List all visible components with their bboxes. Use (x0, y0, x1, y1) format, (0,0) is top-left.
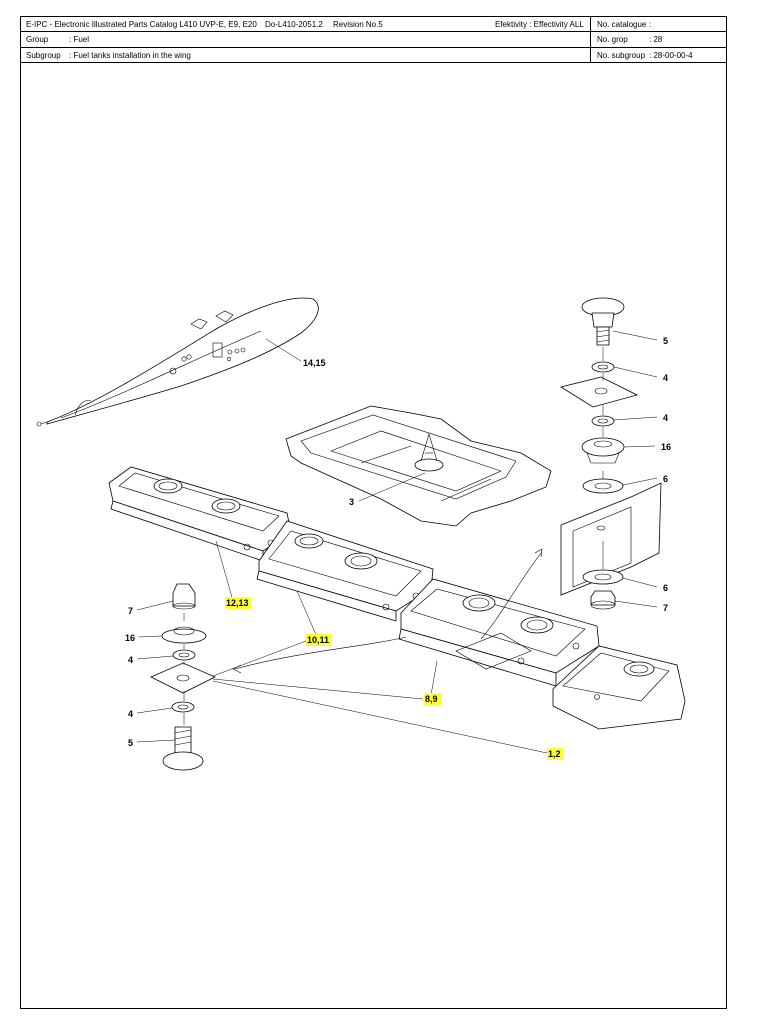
group-value: : Fuel (69, 35, 90, 44)
arrow-head-left (232, 664, 242, 674)
revision: Revision No.5 (333, 20, 383, 29)
leader-8-9 (430, 660, 438, 696)
leader-right-6a (622, 477, 658, 486)
highlight-10-11 (306, 634, 331, 646)
left-callout-5: 5 (128, 738, 133, 748)
leader-to-10-11 (212, 640, 307, 677)
leader-left-4a (136, 655, 174, 660)
left-callout-4b: 4 (128, 709, 133, 719)
left-callout-4a: 4 (128, 655, 133, 665)
leader-right-5 (612, 330, 658, 341)
callout-1-2: 1,2 (548, 749, 561, 759)
fuel-tank-12-13 (108, 466, 292, 562)
leader-right-16 (623, 445, 656, 448)
leader-right-7 (614, 600, 658, 608)
header-subgroup-row: Subgroup : Fuel tanks installation in th… (21, 47, 590, 62)
no-subgroup-value: : 28-00-00-4 (649, 51, 693, 60)
right-callout-5: 5 (663, 336, 668, 346)
header-left-block: E-IPC - Electronic Illustrated Parts Cat… (21, 17, 591, 62)
leader-left-4b (136, 707, 173, 714)
subgroup-value: : Fuel tanks installation in the wing (69, 51, 191, 60)
leader-left-7 (136, 600, 174, 611)
right-callout-16: 16 (661, 442, 671, 452)
catalogue-row: No. catalogue : (591, 17, 727, 32)
callout-3: 3 (349, 497, 354, 507)
wing-panel-part (285, 405, 552, 527)
leader-left-5 (136, 739, 176, 743)
highlight-1-2 (547, 748, 564, 760)
no-grop-value: : 28 (649, 35, 663, 44)
transfer-arrow-right (480, 552, 542, 640)
effectivity: Efektivity : Effectivity ALL (495, 20, 584, 29)
leader-to-1-2 (212, 680, 548, 754)
header-right-block: No. catalogue : No. grop : 28 No. subgro… (591, 17, 727, 62)
leader-10-11 (296, 590, 318, 638)
grop-row: No. grop : 28 (591, 32, 727, 47)
doc-number: Do-L410-2051.2 (265, 20, 323, 29)
tip-tank-part (36, 297, 319, 427)
left-callout-16: 16 (125, 633, 135, 643)
transfer-arrow-left (234, 636, 407, 670)
callout-12-13: 12,13 (226, 598, 249, 608)
header-title-row: E-IPC - Electronic Illustrated Parts Cat… (21, 17, 590, 32)
no-subgroup-label: No. subgroup (597, 51, 646, 60)
leader-right-4a (613, 366, 658, 378)
no-grop-label: No. grop (597, 35, 628, 44)
leader-left-16 (138, 635, 163, 638)
group-label: Group (26, 35, 49, 44)
catalog-title: E-IPC - Electronic Illustrated Parts Cat… (26, 20, 257, 29)
header-group-row: Group : Fuel (21, 32, 590, 47)
subgroup-number-row: No. subgroup : 28-00-00-4 (591, 47, 727, 62)
leader-12-13 (215, 540, 234, 602)
right-callout-4a: 4 (663, 373, 668, 383)
fuel-tank-1-2 (552, 645, 686, 730)
right-callout-7: 7 (663, 603, 668, 613)
subgroup-label: Subgroup (26, 51, 61, 60)
callout-14-15: 14,15 (303, 358, 326, 368)
leader-right-4b (613, 416, 658, 421)
exploded-parts-drawing: 14,15 3 12,13 (36, 297, 686, 771)
arrow-head-right (534, 548, 543, 558)
fuel-tank-10-11 (256, 520, 434, 622)
right-mounting-stack (559, 297, 662, 610)
left-callout-7: 7 (128, 606, 133, 616)
catalog-header: E-IPC - Electronic Illustrated Parts Cat… (21, 17, 727, 63)
right-callout-6b: 6 (663, 583, 668, 593)
callout-10-11: 10,11 (307, 635, 329, 645)
catalog-page-frame: E-IPC - Electronic Illustrated Parts Cat… (20, 16, 727, 1009)
fuel-tank-8-9 (398, 578, 600, 687)
right-callout-6a: 6 (663, 474, 668, 484)
no-catalogue-value: : (649, 20, 652, 29)
left-mounting-stack (150, 583, 216, 771)
leader-14-15 (265, 338, 302, 362)
leader-right-6b (622, 577, 658, 588)
no-catalogue-label: No. catalogue (597, 20, 647, 29)
highlight-12-13 (225, 597, 251, 609)
leader-3 (358, 472, 426, 502)
highlight-8-9 (424, 693, 442, 705)
right-callout-4b: 4 (663, 413, 668, 423)
callout-8-9: 8,9 (425, 694, 438, 704)
leader-to-8-9 (212, 678, 424, 700)
